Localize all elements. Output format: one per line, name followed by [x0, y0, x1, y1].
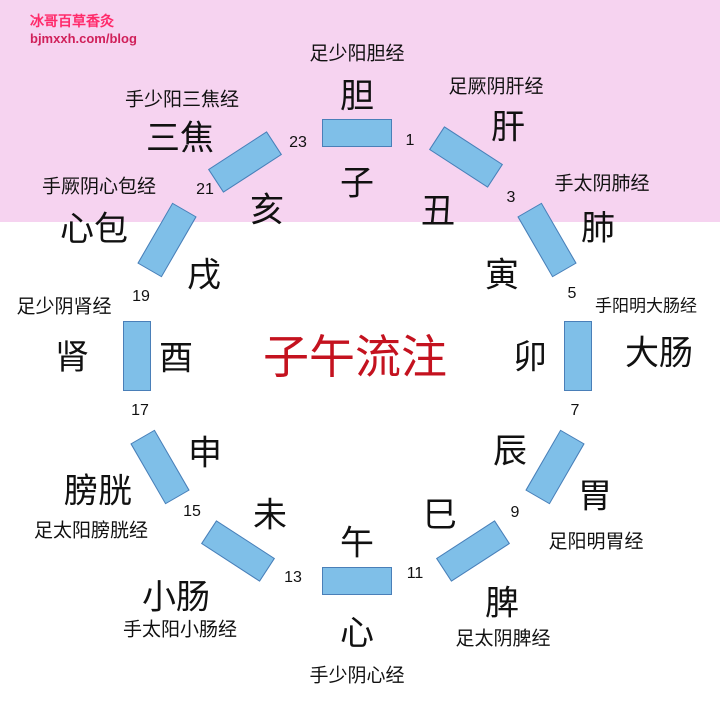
organ-label: 心 — [340, 613, 374, 654]
meridian-segment-4 — [564, 321, 592, 391]
earthly-branch-label: 未 — [253, 495, 287, 536]
hour-marker: 21 — [196, 181, 214, 198]
organ-label: 肝 — [491, 107, 525, 148]
meridian-name-label: 手厥阴心包经 — [41, 175, 157, 198]
hour-marker: 17 — [131, 402, 149, 419]
earthly-branch-label: 巳 — [423, 495, 457, 536]
diagram-title: 子午流注 — [263, 330, 447, 384]
watermark-site-name: 冰哥百草香灸 — [30, 14, 114, 30]
earthly-branch-label: 子 — [340, 163, 374, 204]
hour-marker: 5 — [567, 285, 577, 302]
earthly-branch-label: 午 — [340, 523, 374, 564]
hour-marker: 23 — [289, 134, 307, 151]
earthly-branch-label: 酉 — [159, 338, 193, 379]
meridian-segment-9 — [130, 429, 190, 505]
meridian-name-label: 足厥阴肝经 — [448, 75, 544, 98]
meridian-name-label: 手太阴肺经 — [554, 172, 650, 195]
organ-label: 胃 — [578, 476, 612, 517]
earthly-branch-label: 卯 — [513, 337, 547, 378]
earthly-branch-label: 申 — [188, 433, 222, 474]
meridian-segment-1 — [322, 119, 392, 147]
hour-marker: 11 — [406, 565, 424, 582]
meridian-name-label: 足阳明胃经 — [548, 530, 644, 553]
earthly-branch-label: 亥 — [250, 190, 284, 231]
hour-marker: 1 — [405, 132, 415, 149]
earthly-branch-label: 丑 — [421, 191, 455, 232]
top-highlight-band — [0, 0, 720, 222]
hour-marker: 3 — [506, 189, 516, 206]
earthly-branch-label: 戌 — [187, 255, 221, 296]
meridian-name-label: 足少阴肾经 — [16, 295, 112, 318]
organ-label: 肾 — [55, 337, 89, 378]
meridian-name-label: 手少阴心经 — [309, 664, 405, 687]
earthly-branch-label: 辰 — [493, 431, 527, 472]
meridian-name-label: 足太阳膀胱经 — [33, 519, 149, 542]
meridian-segment-5 — [525, 429, 585, 505]
earthly-branch-label: 寅 — [485, 255, 519, 296]
organ-label: 三焦 — [146, 118, 214, 159]
meridian-segment-3 — [517, 202, 577, 278]
meridian-name-label: 足少阳胆经 — [309, 42, 405, 65]
hour-marker: 13 — [284, 569, 302, 586]
organ-label: 胆 — [340, 76, 374, 117]
hour-marker: 7 — [570, 402, 580, 419]
organ-label: 大肠 — [625, 333, 693, 374]
meridian-name-label: 手少阳三焦经 — [124, 88, 240, 111]
organ-label: 膀胱 — [64, 471, 132, 512]
meridian-segment-7 — [322, 567, 392, 595]
hour-marker: 19 — [132, 288, 150, 305]
meridian-name-label: 手阳明大肠经 — [595, 296, 697, 317]
meridian-segment-10 — [123, 321, 151, 391]
hour-marker: 15 — [183, 503, 201, 520]
watermark: 冰哥百草香灸 bjmxxh.com/blog — [30, 14, 137, 46]
hour-marker: 9 — [510, 504, 520, 521]
meridian-name-label: 手太阳小肠经 — [122, 618, 238, 641]
organ-label: 心包 — [60, 209, 128, 250]
watermark-url: bjmxxh.com/blog — [30, 30, 137, 46]
organ-label: 肺 — [581, 208, 615, 249]
organ-label: 小肠 — [142, 577, 210, 618]
meridian-name-label: 足太阴脾经 — [455, 627, 551, 650]
organ-label: 脾 — [485, 583, 519, 624]
